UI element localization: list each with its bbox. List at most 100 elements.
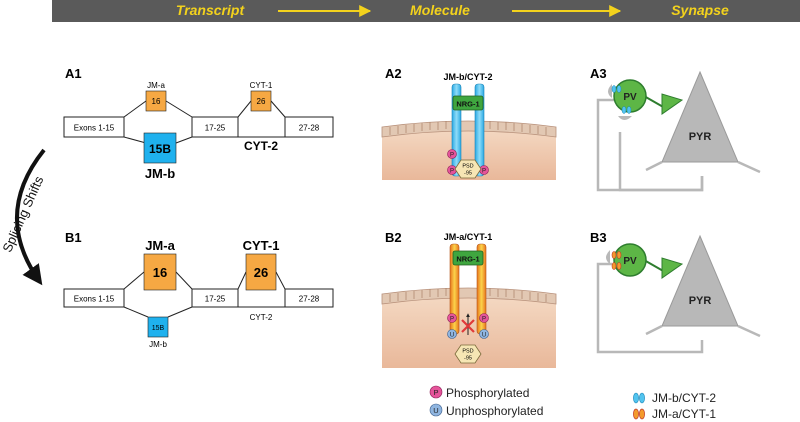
cell-interior: [382, 294, 556, 368]
pv-label: PV: [623, 92, 637, 103]
axon-wiring: [596, 98, 704, 192]
exon-box-17-25: [191, 116, 239, 138]
exon-16-label-small: 16: [152, 97, 161, 106]
pyr-label: PYR: [689, 295, 712, 307]
cell-membrane: [381, 287, 557, 305]
legend-jma-cyt1-label: JM-a/CYT-1: [652, 407, 716, 421]
legend-swatch-orange: [633, 408, 645, 420]
jm-a-label-small: JM-a: [147, 81, 165, 90]
exon-box-27-28: [284, 288, 334, 308]
psd95-label-line2: -95: [464, 356, 472, 362]
header-bar: Transcript Molecule Synapse: [52, 0, 800, 22]
exon-16-label-large: 16: [153, 265, 167, 280]
cyt-2-label-large: CYT-2: [244, 139, 278, 153]
unphospho-symbol: U: [482, 333, 486, 339]
exon-box-27-28: [284, 116, 334, 138]
pyr-dendrites: [645, 160, 761, 174]
header-stage-synapse: Synapse: [671, 2, 729, 18]
exon-15b-box-large: [143, 132, 177, 164]
receptor-title: JM-b/CYT-2: [443, 72, 492, 82]
panel-label-a3: A3: [590, 66, 607, 81]
exon-label-1-15: Exons 1-15: [74, 124, 115, 133]
legend-jmb-cyt2-label: JM-b/CYT-2: [652, 391, 716, 405]
panel-b2-molecule: B2 JM-a/CYT-1 NRG-1 P P U U: [381, 230, 557, 368]
phospho-symbol: P: [482, 317, 486, 323]
exon-26-box-large: [245, 253, 277, 291]
cell-membrane: [381, 120, 557, 138]
pyr-label: PYR: [689, 131, 712, 143]
jm-b-label-small: JM-b: [149, 340, 167, 349]
pyramidal-neuron: [661, 234, 739, 327]
nrg1-ligand: [452, 95, 484, 111]
panel-b1-transcript: B1 Exons 1-15 JM-a 16 15B JM-b 17-25 CYT…: [63, 230, 334, 349]
legend-u-symbol: U: [433, 406, 438, 415]
unphospho-site-right: [479, 329, 489, 339]
psd95-label-line2: -95: [464, 171, 472, 177]
exon-label-17-25: 17-25: [205, 124, 226, 133]
exon-label-27-28: 27-28: [299, 295, 320, 304]
cyt-1-label-small: CYT-1: [250, 81, 273, 90]
header-stage-molecule: Molecule: [410, 2, 470, 18]
pv-label: PV: [623, 256, 637, 267]
legend-phosphorylated-label: Phosphorylated: [446, 386, 529, 400]
exon-16-box-small: [145, 90, 167, 112]
panel-a1-transcript: A1 Exons 1-15 JM-a 16 15B JM-b 17-25 CYT…: [63, 66, 334, 181]
exon-box-1-15: [63, 116, 125, 138]
psd95-label-line1: PSD: [462, 164, 473, 170]
splicing-shift-arrow: Splicing Shifts: [0, 148, 47, 286]
header-stage-transcript: Transcript: [176, 2, 246, 18]
phospho-symbol: P: [450, 153, 454, 159]
input-terminal: [606, 250, 610, 264]
axon-wiring: [596, 262, 704, 354]
pv-interneuron: [613, 243, 647, 277]
splice-connectors-b: [123, 271, 286, 318]
exon-label-17-25: 17-25: [205, 295, 226, 304]
cyt-2-label-small: CYT-2: [250, 313, 273, 322]
jm-a-label-large: JM-a: [145, 238, 175, 253]
legend-p-symbol: P: [433, 388, 438, 397]
phospho-symbol: P: [450, 317, 454, 323]
legend-unphosphorylated-label: Unphosphorylated: [446, 404, 543, 418]
panel-label-a1: A1: [65, 66, 82, 81]
unphospho-site-left: [447, 329, 457, 339]
legend-swatch-blue: [633, 392, 645, 404]
exon-26-label-large: 26: [254, 265, 268, 280]
input-terminal: [618, 116, 632, 120]
pv-terminal: [661, 257, 684, 279]
input-terminal: [608, 84, 612, 98]
psd95-scaffold: [454, 344, 482, 364]
legend-phosphorylation: P Phosphorylated U Unphosphorylated: [429, 385, 543, 418]
splice-connectors-a: [123, 100, 286, 144]
exon-label-1-15: Exons 1-15: [74, 295, 115, 304]
cyt-1-label-large: CYT-1: [243, 238, 280, 253]
psd95-scaffold: [454, 159, 482, 179]
exon-26-box-small: [250, 90, 272, 112]
nrg1-label: NRG-1: [456, 255, 479, 264]
legend-unphospho-swatch: [429, 403, 443, 417]
exon-box-1-15: [63, 288, 125, 308]
panel-label-b1: B1: [65, 230, 82, 245]
receptor-title: JM-a/CYT-1: [444, 232, 493, 242]
block-cross-mark: [461, 319, 475, 333]
nrg1-label: NRG-1: [456, 100, 479, 109]
phospho-site-left-1: [447, 149, 457, 159]
pv-terminal: [661, 93, 684, 115]
psd95-label-line1: PSD: [462, 349, 473, 355]
exon-16-box-large: [143, 253, 177, 291]
panel-a2-molecule: A2 JM-b/CYT-2 NRG-1 P P P PSD -95: [381, 66, 557, 180]
curved-arrow: [14, 148, 46, 286]
cell-interior: [382, 127, 556, 180]
exon-26-label-small: 26: [257, 97, 266, 106]
membrane-lipids: [389, 121, 547, 135]
exon-15b-label-small: 15B: [152, 325, 165, 332]
legend-receptor-isoforms: JM-b/CYT-2 JM-a/CYT-1: [633, 391, 716, 421]
exon-label-27-28: 27-28: [299, 124, 320, 133]
phospho-symbol: P: [482, 169, 486, 175]
receptor-cluster-orange: [611, 251, 622, 270]
panel-a3-synapse: A3 PYR PV: [590, 66, 761, 192]
membrane-lipids: [389, 288, 547, 302]
panel-label-a2: A2: [385, 66, 402, 81]
nrg1-ligand: [452, 250, 484, 266]
phospho-site-right: [479, 313, 489, 323]
exon-box-17-25: [191, 288, 239, 308]
